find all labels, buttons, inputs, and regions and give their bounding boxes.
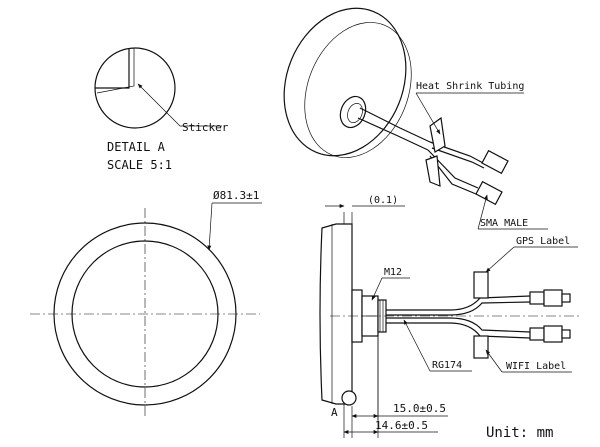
gps-label-text: GPS Label [516,236,570,247]
heat-shrink-label: Heat Shrink Tubing [416,81,524,92]
iso-sma-connector-2 [475,180,503,206]
detail-a-view: Sticker DETAIL A SCALE 5:1 [94,47,229,172]
sticker-edge-lines [95,48,130,89]
dimension-lower: 14.6±0.5 [375,419,428,432]
isometric-view: Heat Shrink Tubing SMA MALE [283,7,548,230]
detail-scale: SCALE 5:1 [107,158,172,172]
detail-a-marker: A [331,406,338,419]
cable-label: RG174 [432,360,462,371]
gap-dimension: (0.1) [368,195,398,206]
side-view: (0.1) M12 GPS Label WIF [319,195,580,438]
detail-title: DETAIL A [107,140,166,154]
front-view: Ø81.3±1 [30,189,262,418]
diameter-leader [207,202,213,251]
detail-a-marker-circle [341,390,357,406]
diameter-label: Ø81.3±1 [213,189,259,202]
side-sma-connector-gps [529,291,545,305]
sticker-leader [137,83,181,127]
side-puck-body [319,223,353,405]
gps-label-tag [473,271,489,299]
iso-sma-connector-1 [481,149,509,175]
puck-rim [283,7,407,157]
sticker-label: Sticker [182,121,229,134]
dimension-upper: 15.0±0.5 [393,402,446,415]
side-sma-connector-wifi [529,327,545,341]
wifi-label-tag [473,335,489,359]
units-label: Unit: mm [486,425,553,441]
sma-male-label: SMA MALE [480,218,528,229]
wifi-label-text: WIFI Label [506,361,566,372]
thread-label: M12 [384,267,402,278]
